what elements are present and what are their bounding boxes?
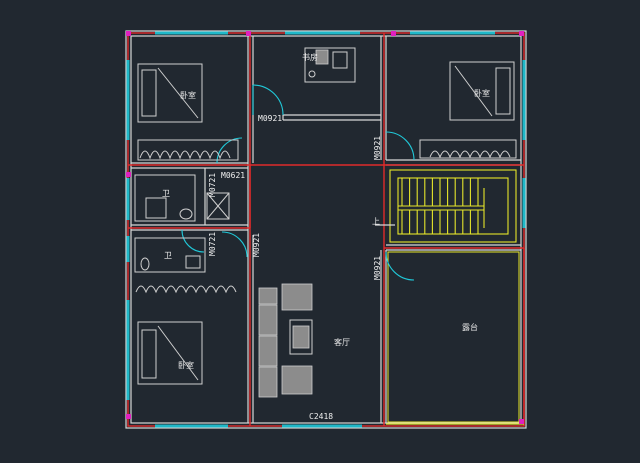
room-label-bedroom-ne: 卧室 (474, 88, 490, 98)
room-label-bedroom-sw: 卧室 (178, 360, 194, 370)
room-label-living: 客厅 (334, 337, 350, 347)
room-label-terrace: 露台 (462, 322, 478, 332)
staircase (375, 169, 517, 243)
tag-door-ne: M0921 (373, 136, 382, 160)
interior-walls (131, 36, 521, 423)
tag-door-wc-upper-top: M0621 (221, 171, 245, 180)
tag-window-bottom: C2418 (309, 412, 333, 421)
room-label-wc-lower: 卫 (164, 251, 172, 260)
room-label-study: 书房 (302, 52, 318, 62)
room-label-wc-upper: 卫 (162, 189, 170, 198)
wc-lower-fixtures (134, 237, 237, 294)
tag-door-wc-upper-side: M0721 (208, 173, 217, 197)
tag-door-right-lower: M0921 (373, 256, 382, 280)
terrace-balcony (386, 251, 524, 425)
wc-upper-fixtures (134, 174, 230, 222)
sofa-set (258, 283, 313, 398)
windows (126, 31, 526, 428)
study-desk (304, 47, 356, 83)
tag-door-wc-lower: M0721 (208, 232, 217, 256)
room-label-bedroom-nw: 卧室 (180, 90, 196, 100)
doors (181, 84, 415, 281)
column-markers (126, 31, 524, 424)
tag-door-mid: M0921 (252, 233, 261, 257)
bed-nw (137, 63, 239, 161)
bed-sw (137, 321, 203, 385)
bed-ne (419, 61, 517, 159)
tag-door-study: M0921 (258, 114, 282, 123)
axis-lines (128, 33, 525, 426)
tag-stair-mark: 上 (372, 217, 380, 226)
